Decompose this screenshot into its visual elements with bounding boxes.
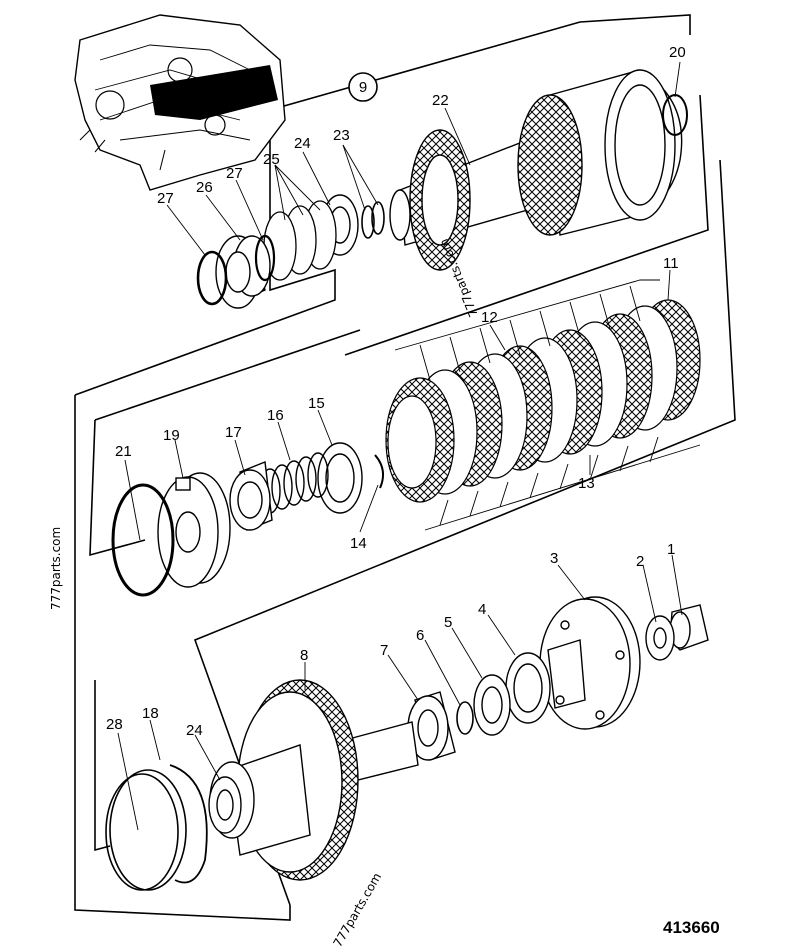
callout-25: 25 — [263, 151, 280, 168]
part-16-spring — [259, 452, 329, 514]
callout-28: 28 — [106, 716, 123, 733]
clutch-plate-stack — [385, 299, 701, 503]
callout-19: 19 — [163, 427, 180, 444]
part-14-circlip — [374, 454, 385, 489]
part-4-oil-seal — [505, 652, 551, 724]
part-8-output-gear-shaft — [209, 679, 419, 881]
callout-13: 13 — [578, 475, 595, 492]
callout-17: 17 — [225, 424, 242, 441]
callout-12: 12 — [481, 309, 498, 326]
drawing-number: 413660 — [663, 918, 720, 937]
callout-22: 22 — [432, 92, 449, 109]
callout-23: 23 — [333, 127, 350, 144]
part-27-seal-outer — [196, 250, 228, 306]
plate-leader-brackets — [394, 279, 701, 531]
callout-6: 6 — [416, 627, 424, 644]
part-26-piston — [215, 235, 271, 309]
part-3-output-flange — [539, 596, 641, 730]
callout-labels: 1 2 3 4 5 6 7 8 11 12 13 14 15 16 17 18 … — [106, 44, 686, 739]
callout-18: 18 — [142, 705, 159, 722]
callout-14: 14 — [350, 535, 367, 552]
callout-21: 21 — [115, 443, 132, 460]
callout-4: 4 — [478, 601, 486, 618]
callout-24-lower: 24 — [186, 722, 203, 739]
part-18-circlip — [169, 764, 208, 884]
group-9-badge-label: 9 — [359, 79, 367, 96]
callout-16: 16 — [267, 407, 284, 424]
callout-8: 8 — [300, 647, 308, 664]
part-17-spring-seat — [229, 461, 273, 531]
part-15-washer — [317, 442, 363, 514]
callout-26: 26 — [196, 179, 213, 196]
watermark-bottom: 777parts.com — [330, 870, 384, 949]
callout-7: 7 — [380, 642, 388, 659]
part-24-bearing-lower — [208, 776, 242, 834]
callout-5: 5 — [444, 614, 452, 631]
part-2-washer — [645, 615, 675, 661]
callout-3: 3 — [550, 550, 558, 567]
callout-1: 1 — [667, 541, 675, 558]
group-9-badge — [348, 72, 378, 102]
part-1-nut — [669, 604, 709, 651]
part-28-snap-ring — [105, 769, 187, 891]
callout-2: 2 — [636, 553, 644, 570]
callout-27-left: 27 — [157, 190, 174, 207]
callout-24-top: 24 — [294, 135, 311, 152]
part-6-spacer — [456, 701, 474, 735]
part-23-seal-rings — [361, 201, 385, 239]
callout-11: 11 — [663, 255, 679, 272]
callout-20: 20 — [669, 44, 686, 61]
watermark-left: 777parts.com — [49, 527, 63, 610]
part-25-thrust-washers — [263, 200, 337, 281]
part-22-drum-shaft — [389, 69, 683, 271]
part-5-bearing — [473, 674, 511, 736]
part-7-bearing — [407, 691, 456, 761]
part-19-piston — [157, 472, 231, 588]
callout-15: 15 — [308, 395, 325, 412]
transmission-location-sketch — [74, 14, 286, 191]
callout-27-right: 27 — [226, 165, 243, 182]
part-27-seal-inner — [254, 234, 276, 282]
part-21-seal-ring — [111, 483, 175, 597]
leader-lines — [117, 61, 683, 831]
